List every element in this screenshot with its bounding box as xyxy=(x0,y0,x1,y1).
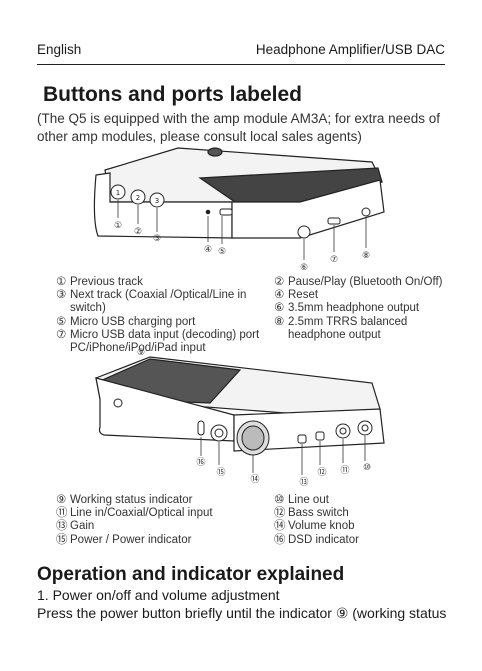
legend-number: ⑮ xyxy=(56,533,68,546)
side-screw xyxy=(113,398,123,408)
usb-data-port xyxy=(327,217,341,225)
legend-number: ⑪ xyxy=(56,507,68,520)
legend-text: Line in/Coaxial/Optical input xyxy=(70,507,213,520)
callout-15: ⑮ xyxy=(216,467,225,478)
callout-12: ⑫ xyxy=(317,467,326,478)
legend-number: ② xyxy=(274,276,285,288)
header-divider xyxy=(37,64,445,65)
callout-10: ⑩ xyxy=(363,463,371,473)
callout-6: ⑥ xyxy=(300,263,308,273)
callout-2: ② xyxy=(134,227,142,237)
legend-text: Gain xyxy=(70,520,95,533)
svg-text:2: 2 xyxy=(136,194,140,202)
body-paragraph: Press the power button briefly until the… xyxy=(37,605,447,621)
balanced-jack-2-5 xyxy=(361,207,371,217)
callout-3: ③ xyxy=(153,234,161,244)
legend-number: ⑨ xyxy=(56,494,67,506)
intro-text: (The Q5 is equipped with the amp module … xyxy=(37,111,440,144)
top-knob xyxy=(207,147,223,157)
svg-text:3: 3 xyxy=(155,197,159,205)
callout-9: ⑨ xyxy=(137,348,145,358)
legend-text: Next track (Coaxial /Optical/Line in swi… xyxy=(70,289,247,315)
legend-number: ⑤ xyxy=(56,315,67,328)
callout-13: ⑬ xyxy=(299,477,308,488)
button-previous-track xyxy=(110,184,126,200)
device-front-face xyxy=(93,172,233,239)
legend-text: DSD indicator xyxy=(288,533,359,546)
bass-switch xyxy=(315,431,325,441)
dsd-indicator-led xyxy=(197,420,205,436)
device-front-panel xyxy=(233,408,385,452)
callout-16: ⑯ xyxy=(196,457,205,468)
legend-number: ⑬ xyxy=(56,520,68,533)
reset-hole xyxy=(205,209,211,215)
legend-number: ⑯ xyxy=(274,533,286,546)
legend-text: Power / Power indicator xyxy=(70,533,192,546)
legend-text: Working status indicator xyxy=(70,494,193,506)
legend-number: ⑧ xyxy=(274,315,285,328)
document-title: Headphone Amplifier/USB DAC xyxy=(255,42,445,57)
operation-heading: Operation and indicator explained xyxy=(37,564,345,585)
legend-text: Line out xyxy=(288,494,329,506)
button-pause-play xyxy=(130,189,146,205)
legend-number: ⑫ xyxy=(274,507,286,520)
legend-text: Previous track xyxy=(70,276,143,288)
headphone-jack-3-5 xyxy=(297,225,311,239)
page-header: English Headphone Amplifier/USB DAC xyxy=(37,42,445,62)
subheading: 1. Power on/off and volume adjustment xyxy=(37,587,280,603)
button-next-track xyxy=(149,192,165,208)
legend-number: ③ xyxy=(56,289,67,302)
legend-text: 2.5mm TRRS balanced headphone output xyxy=(288,315,408,341)
device-right-face xyxy=(231,179,385,239)
section-title: Buttons and ports labeled xyxy=(43,83,303,106)
device-bottom-illustration: ⑨ ⑩ ⑪ ⑫ ⑬ ⑭ ⑮ ⑯ xyxy=(95,348,385,488)
svg-text:1: 1 xyxy=(116,189,120,197)
callout-5: ⑤ xyxy=(218,247,226,257)
callout-1: ① xyxy=(114,221,122,231)
legend-number: ④ xyxy=(274,289,285,302)
legend-text: Pause/Play (Bluetooth On/Off) xyxy=(288,276,443,288)
callout-4: ④ xyxy=(204,245,212,255)
legend-number: ⑭ xyxy=(274,520,286,533)
legend-text: Volume knob xyxy=(288,520,355,533)
callout-14: ⑭ xyxy=(250,474,259,485)
usb-charging-port xyxy=(219,208,233,216)
language-label: English xyxy=(37,42,82,57)
legend-text: Micro USB data input (decoding) port PC/… xyxy=(70,328,260,355)
gain-switch xyxy=(297,434,307,444)
device-top-illustration: 1 2 3 ① ② ③ ④ ⑤ ⑥ ⑦ ⑧ xyxy=(93,147,385,273)
legend-number: ⑦ xyxy=(56,328,67,341)
legend-text: Bass switch xyxy=(288,507,349,520)
callout-11: ⑪ xyxy=(340,465,349,476)
legend-number: ⑥ xyxy=(274,302,285,315)
callout-8: ⑧ xyxy=(362,251,370,261)
legend-text: 3.5mm headphone output xyxy=(288,302,420,315)
legend-text: Reset xyxy=(288,289,319,302)
legend-number: ① xyxy=(56,276,67,288)
callout-7: ⑦ xyxy=(330,255,338,265)
legend-number: ⑩ xyxy=(274,494,285,506)
legend-text: Micro USB charging port xyxy=(70,315,196,328)
